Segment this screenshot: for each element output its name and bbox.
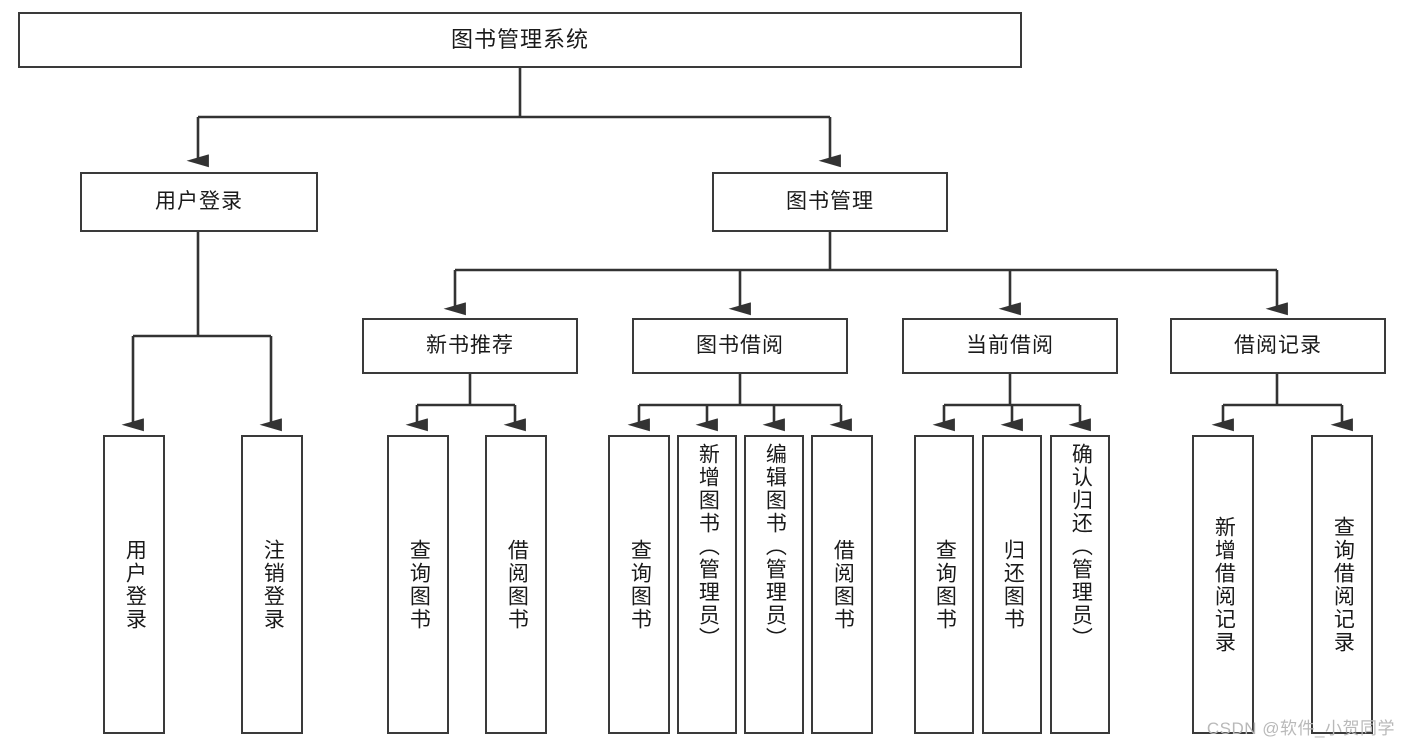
leaf-current-query-book[interactable]: 查询图书 (914, 435, 974, 734)
leaf-borrow-add-book-label: 新增图书（管理员） (696, 443, 720, 650)
leaf-records-query-record-label: 查询借阅记录 (1331, 515, 1355, 654)
leaf-user-login-login[interactable]: 用户登录 (103, 435, 165, 734)
leaf-borrow-edit-book-label: 编辑图书（管理员） (763, 443, 787, 650)
leaf-borrow-borrow-book[interactable]: 借阅图书 (811, 435, 873, 734)
leaf-current-confirm-return[interactable]: 确认归还（管理员） (1050, 435, 1110, 734)
node-new-book-recommend[interactable]: 新书推荐 (362, 318, 578, 374)
leaf-borrow-query-book-label: 查询图书 (628, 538, 652, 631)
leaf-user-login-logout-label: 注销登录 (261, 538, 285, 631)
leaf-new-book-borrow[interactable]: 借阅图书 (485, 435, 547, 734)
leaf-user-login-login-label: 用户登录 (123, 538, 147, 631)
leaf-new-book-query-label: 查询图书 (407, 538, 431, 631)
leaf-current-confirm-return-label: 确认归还（管理员） (1069, 443, 1093, 650)
leaf-borrow-edit-book[interactable]: 编辑图书（管理员） (744, 435, 804, 734)
node-root[interactable]: 图书管理系统 (18, 12, 1022, 68)
node-book-management-label: 图书管理 (786, 190, 874, 214)
node-new-book-recommend-label: 新书推荐 (426, 334, 514, 358)
node-user-login[interactable]: 用户登录 (80, 172, 318, 232)
leaf-records-query-record[interactable]: 查询借阅记录 (1311, 435, 1373, 734)
leaf-records-add-record[interactable]: 新增借阅记录 (1192, 435, 1254, 734)
leaf-current-return-book[interactable]: 归还图书 (982, 435, 1042, 734)
node-borrow-records[interactable]: 借阅记录 (1170, 318, 1386, 374)
node-user-login-label: 用户登录 (155, 190, 243, 214)
node-book-management[interactable]: 图书管理 (712, 172, 948, 232)
leaf-borrow-add-book[interactable]: 新增图书（管理员） (677, 435, 737, 734)
leaf-borrow-borrow-book-label: 借阅图书 (831, 538, 855, 631)
node-book-borrow-label: 图书借阅 (696, 334, 784, 358)
leaf-current-return-book-label: 归还图书 (1001, 538, 1025, 631)
node-current-borrow[interactable]: 当前借阅 (902, 318, 1118, 374)
watermark: CSDN @软件_小贺同学 (1206, 719, 1395, 738)
node-current-borrow-label: 当前借阅 (966, 334, 1054, 358)
leaf-current-query-book-label: 查询图书 (933, 538, 957, 631)
leaf-new-book-query[interactable]: 查询图书 (387, 435, 449, 734)
leaf-records-add-record-label: 新增借阅记录 (1212, 515, 1236, 654)
node-root-label: 图书管理系统 (450, 26, 589, 52)
leaf-user-login-logout[interactable]: 注销登录 (241, 435, 303, 734)
leaf-new-book-borrow-label: 借阅图书 (505, 538, 529, 631)
node-borrow-records-label: 借阅记录 (1234, 334, 1322, 358)
node-book-borrow[interactable]: 图书借阅 (632, 318, 848, 374)
leaf-borrow-query-book[interactable]: 查询图书 (608, 435, 670, 734)
